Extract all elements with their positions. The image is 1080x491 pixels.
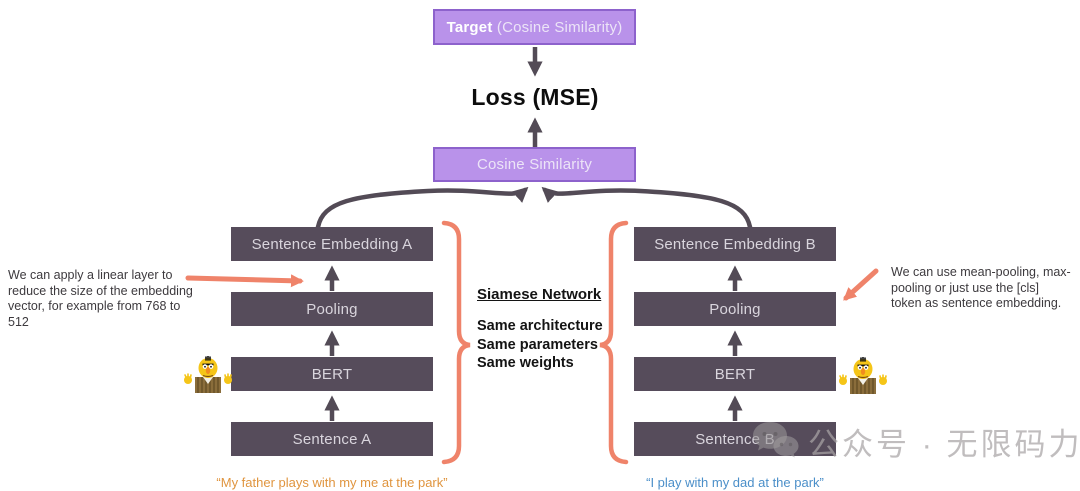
bert-b-box: BERT <box>634 357 836 391</box>
watermark-text: 公众号 · 无限码力 <box>808 426 1080 462</box>
center-note: Siamese Network Same architecture Same p… <box>477 286 647 373</box>
sentence-embedding-b-box: Sentence Embedding B <box>634 227 836 261</box>
same-parameters-line: Same parameters <box>477 336 598 353</box>
target-box-label-rest: (Cosine Similarity) <box>492 18 623 36</box>
pooling-a-label: Pooling <box>306 300 358 318</box>
cosine-similarity-box: Cosine Similarity <box>433 147 636 182</box>
sentence-embedding-b-label: Sentence Embedding B <box>654 235 816 253</box>
sentence-embedding-a-box: Sentence Embedding A <box>231 227 433 261</box>
sentence-b-caption: “I play with my dad at the park” <box>646 475 824 490</box>
right-annotation-arrow <box>843 268 879 301</box>
right-annotation-text: We can use mean-pooling, max-pooling or … <box>891 265 1071 310</box>
sentence-a-box: Sentence A <box>231 422 433 456</box>
left-column-brace <box>441 220 471 465</box>
pooling-b-label: Pooling <box>709 300 761 318</box>
left-annotation-arrow <box>185 274 304 288</box>
loss-label: Loss (MSE) <box>471 84 599 110</box>
target-box-label-bold: Target <box>446 18 493 36</box>
pooling-a-box: Pooling <box>231 292 433 326</box>
target-box: Target (Cosine Similarity) <box>433 9 636 45</box>
sentence-a-caption: “My father plays with my me at the park” <box>216 475 448 490</box>
bert-muppet-icon-right <box>839 357 887 394</box>
sentence-b-box: Sentence B <box>634 422 836 456</box>
watermark: 公众号 · 无限码力 <box>750 418 1080 464</box>
sentence-a-label: Sentence A <box>292 430 372 448</box>
siamese-network-title: Siamese Network <box>477 286 602 303</box>
same-weights-line: Same weights <box>477 355 574 371</box>
bert-a-label: BERT <box>311 365 353 383</box>
bert-a-box: BERT <box>231 357 433 391</box>
curve-embedding-a-to-cosine <box>315 186 529 230</box>
pooling-b-box: Pooling <box>634 292 836 326</box>
bert-muppet-icon-left <box>184 356 232 393</box>
wechat-chat-bubbles-icon <box>753 422 799 458</box>
cosine-similarity-label: Cosine Similarity <box>476 156 593 173</box>
curve-embedding-b-to-cosine <box>541 186 753 230</box>
sentence-embedding-a-label: Sentence Embedding A <box>251 235 413 253</box>
bert-b-label: BERT <box>714 365 756 383</box>
left-annotation-text: We can apply a linear layer to reduce th… <box>8 268 193 329</box>
same-architecture-line: Same architecture <box>477 318 603 334</box>
